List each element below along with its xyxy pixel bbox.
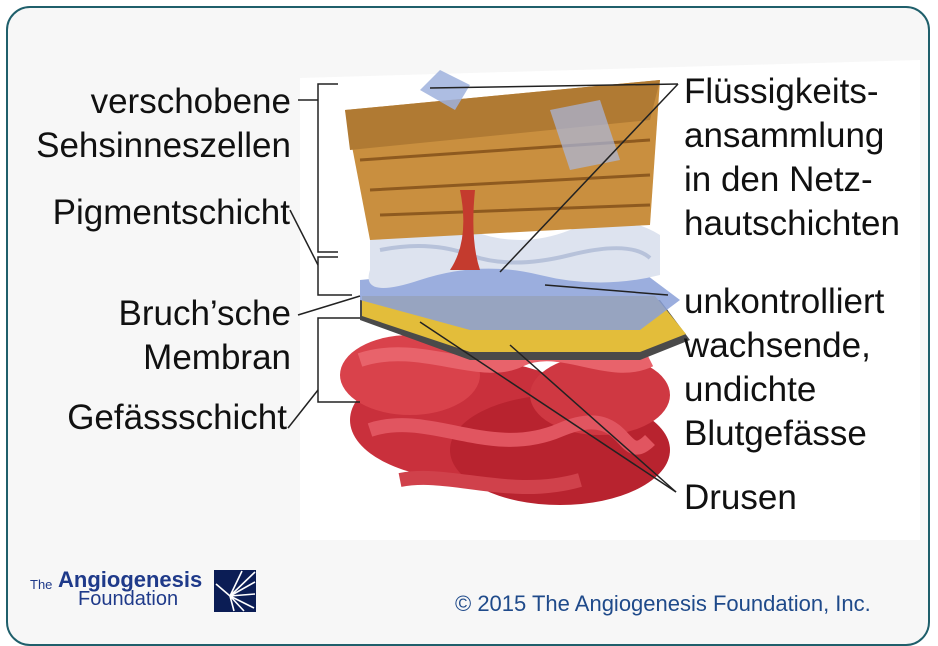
label-vascular-layer: Gefässschicht: [67, 396, 287, 440]
label-line: Flüssigkeits-: [684, 70, 900, 114]
label-leaky-vessels: unkontrolliert wachsende, undichte Blutg…: [684, 280, 884, 456]
label-line: wachsende,: [684, 324, 884, 368]
label-line: in den Netz-: [684, 158, 900, 202]
label-drusen: Drusen: [684, 476, 797, 520]
label-pigment-layer: Pigmentschicht: [53, 191, 290, 235]
starburst-logo-icon: [214, 570, 256, 612]
label-line: Blutgefässe: [684, 412, 884, 456]
copyright-notice: © 2015 The Angiogenesis Foundation, Inc.: [455, 591, 871, 617]
label-line: hautschichten: [684, 202, 900, 246]
label-displaced-photoreceptors: verschobene Sehsinneszellen: [36, 80, 291, 168]
label-line: Bruch’sche: [118, 292, 291, 336]
logo-the: The: [30, 577, 52, 592]
label-line: unkontrolliert: [684, 280, 884, 324]
label-line: Sehsinneszellen: [36, 124, 291, 168]
label-line: undichte: [684, 368, 884, 412]
label-line: ansammlung: [684, 114, 900, 158]
label-line: verschobene: [36, 80, 291, 124]
label-line: Gefässschicht: [67, 396, 287, 440]
label-fluid-accumulation: Flüssigkeits- ansammlung in den Netz- ha…: [684, 70, 900, 246]
label-line: Pigmentschicht: [53, 191, 290, 235]
label-line: Membran: [118, 336, 291, 380]
label-line: Drusen: [684, 476, 797, 520]
label-bruchs-membrane: Bruch’sche Membran: [118, 292, 291, 380]
logo-foundation: Foundation: [78, 588, 178, 611]
